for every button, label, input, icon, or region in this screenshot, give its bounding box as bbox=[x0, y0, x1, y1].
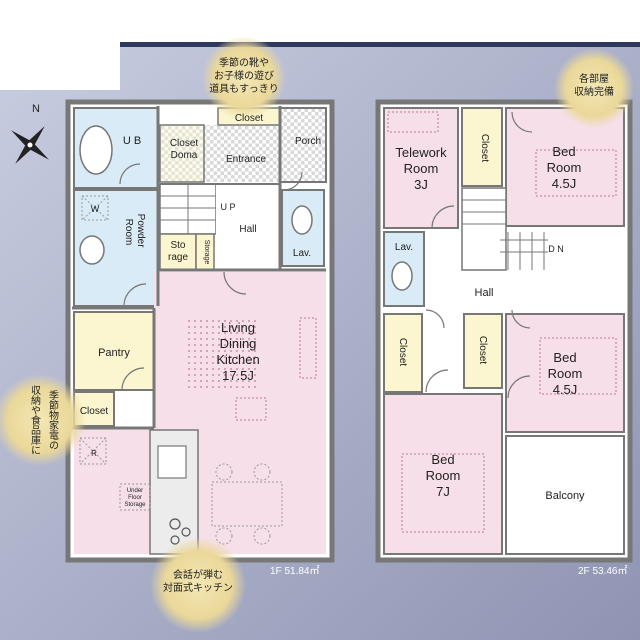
f1-r-label: R bbox=[91, 449, 97, 458]
f2-telework-label-2: Room bbox=[404, 161, 439, 176]
f2-bed2 bbox=[505, 313, 625, 433]
f1-closet-doma-label-1: Closet bbox=[170, 138, 199, 149]
f2-bed1-label-1: Bed bbox=[552, 144, 575, 159]
f1-tv-board bbox=[299, 317, 317, 379]
navy-bar bbox=[120, 42, 640, 47]
f2-dn-label: D N bbox=[548, 244, 564, 254]
f1-area-label: 1F 51.84㎡ bbox=[270, 565, 319, 577]
f2-telework-label-1: Telework bbox=[395, 145, 447, 160]
f2-closet-b-label: Closet bbox=[397, 338, 408, 367]
f1-washbasin bbox=[79, 235, 105, 265]
f1-washer bbox=[81, 195, 109, 221]
f2-balcony-label: Balcony bbox=[545, 490, 585, 502]
f1-powder-label-1: Powder bbox=[135, 214, 146, 249]
f2-bed3-label-3: 7J bbox=[436, 484, 450, 499]
f1-toilet bbox=[291, 205, 313, 235]
f2-bed1-label-2: Room bbox=[547, 160, 582, 175]
f2-telework-desk bbox=[387, 111, 439, 133]
f2-closet-a-label: Closet bbox=[479, 134, 490, 163]
f2-area-label: 2F 53.46㎡ bbox=[578, 565, 627, 577]
callout-shoes-1: 季節の靴や bbox=[219, 56, 269, 69]
callout-pantry-2: 収納や食品庫に bbox=[29, 385, 41, 455]
f1-underfloor-label-3: Storage bbox=[124, 502, 146, 508]
f2-bed1-furniture bbox=[535, 149, 617, 197]
f2-bed1-label-3: 4.5J bbox=[552, 176, 577, 191]
f2-bed2-furniture bbox=[539, 337, 617, 395]
f1-ldk-label-1: Living bbox=[221, 320, 255, 335]
callout-pantry-1: 季節物家電の bbox=[47, 390, 59, 450]
f2-telework-label-3: 3J bbox=[414, 177, 428, 192]
f1-hall-label: Hall bbox=[239, 224, 256, 235]
f2-hall-label: Hall bbox=[475, 287, 494, 299]
f2-bed3-furniture bbox=[401, 453, 485, 533]
f2-lav-label: Lav. bbox=[395, 242, 413, 253]
f1-up-label: U P bbox=[220, 202, 235, 212]
f1-ub-label: U B bbox=[123, 135, 141, 147]
f1-stove-burner-2 bbox=[181, 527, 191, 537]
f1-ldk-label-4: 17.5J bbox=[222, 368, 254, 383]
f1-underfloor-label-2: Floor bbox=[128, 495, 142, 501]
callout-kitchen-1: 会話が弾む bbox=[173, 568, 223, 581]
f1-ldk-label-3: Kitchen bbox=[216, 352, 259, 367]
site-top-white bbox=[0, 0, 640, 42]
f1-closet-doma bbox=[159, 124, 205, 183]
f2-toilet bbox=[391, 261, 413, 291]
f2-bed1 bbox=[505, 107, 625, 227]
compass-icon bbox=[11, 126, 49, 164]
f1-closet-top-label: Closet bbox=[235, 113, 264, 124]
f1-pantry bbox=[73, 311, 155, 391]
f1-lav-label: Lav. bbox=[293, 248, 311, 259]
f1-dining-table bbox=[211, 481, 283, 527]
f1-closet-doma-label-2: Doma bbox=[171, 150, 198, 161]
f1-porch-label: Porch bbox=[295, 136, 321, 147]
f2-closet-b bbox=[383, 313, 423, 393]
site-left-white bbox=[0, 42, 120, 90]
f1-w-label: W bbox=[91, 204, 100, 214]
callout-shoes-3: 道具もすっきり bbox=[209, 82, 279, 95]
f2-closet-a bbox=[461, 107, 503, 187]
f1-bath-tub bbox=[79, 125, 113, 175]
callout-storage-bg bbox=[554, 48, 634, 128]
f1-storage-small-label-2: rage bbox=[168, 252, 188, 263]
callout-kitchen-bg bbox=[150, 537, 246, 633]
f1-hall-area bbox=[216, 184, 280, 268]
f1-storage-small-label-1: Sto bbox=[170, 240, 185, 251]
f1-porch bbox=[279, 107, 327, 183]
compass-north: N bbox=[32, 103, 40, 115]
callout-shoes-2: お子様の遊び bbox=[214, 69, 274, 82]
f1-storage-vertical-label: Storage bbox=[203, 240, 210, 265]
callout-kitchen-2: 対面式キッチン bbox=[163, 581, 233, 594]
f2-closet-c-label: Closet bbox=[477, 336, 488, 365]
f2-bed3-label-1: Bed bbox=[431, 452, 454, 467]
f1-closet-left-label: Closet bbox=[80, 406, 109, 417]
f1-pantry-label: Pantry bbox=[98, 347, 130, 359]
f2-closet-c bbox=[463, 313, 503, 389]
f2-bed3 bbox=[383, 393, 503, 555]
f1-underfloor-label-1: Under bbox=[127, 488, 143, 494]
f1-sink bbox=[157, 445, 187, 479]
f1-rug bbox=[184, 316, 256, 388]
f2-bed2-label-3: 4.5J bbox=[553, 382, 578, 397]
callout-shoes-bg bbox=[202, 36, 286, 120]
f1-doma-tiles bbox=[160, 125, 280, 182]
f1-ldk-label-2: Dining bbox=[220, 336, 257, 351]
f1-stove-burner-1 bbox=[169, 518, 181, 530]
f2-bed3-label-2: Room bbox=[426, 468, 461, 483]
f2-balcony bbox=[505, 435, 625, 555]
f2-bed2-label-2: Room bbox=[548, 366, 583, 381]
floor1-plan bbox=[65, 99, 335, 563]
callout-storage-2: 収納完備 bbox=[574, 85, 614, 98]
callout-pantry-bg bbox=[0, 374, 86, 466]
f1-kitchen bbox=[74, 428, 154, 554]
f1-fridge bbox=[79, 437, 107, 465]
f2-stairs bbox=[461, 187, 507, 271]
f1-powder-label: Powder Room bbox=[123, 214, 146, 251]
f1-entrance-label: Entrance bbox=[226, 154, 266, 165]
f1-table bbox=[235, 397, 267, 421]
callout-storage-1: 各部屋 bbox=[579, 72, 609, 85]
f1-powder-label-2: Room bbox=[123, 219, 134, 246]
f2-bed2-label-1: Bed bbox=[553, 350, 576, 365]
floor2-plan bbox=[375, 99, 633, 563]
